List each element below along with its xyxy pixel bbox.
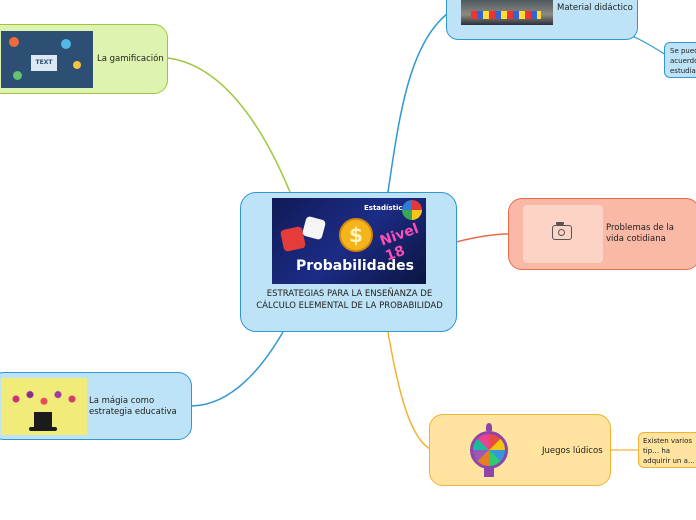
dice-icon xyxy=(301,215,327,241)
note-material[interactable]: Se pued… acuerdo… estudian… xyxy=(664,42,696,78)
node-magia[interactable]: La mágia como estrategia educativa xyxy=(0,372,192,440)
node-gamificacion-label: La gamificación xyxy=(97,54,164,64)
camera-icon xyxy=(552,225,572,240)
probability-image: $ Estadística Nivel 18 Probabilidades xyxy=(272,198,426,284)
classroom-photo xyxy=(461,0,553,25)
top-hat-icon xyxy=(34,412,52,428)
chart-wheel-icon xyxy=(402,200,422,220)
link-juegos xyxy=(387,331,433,451)
link-problemas xyxy=(455,233,509,243)
word-text: Probabilidades xyxy=(296,258,414,274)
wheel-of-fortune-image xyxy=(468,421,512,481)
badge-text: Estadística xyxy=(364,204,408,212)
image-placeholder xyxy=(523,205,603,263)
node-juegos-label: Juegos lúdicos xyxy=(542,446,603,456)
note-material-text: Se pued… acuerdo… estudian… xyxy=(670,47,696,75)
gamification-image: TEXT xyxy=(1,31,93,88)
node-material-label: Material didáctico xyxy=(557,3,633,13)
central-title: ESTRATEGIAS PARA LA ENSEÑANZA DE CÁLCULO… xyxy=(256,289,443,311)
node-problemas-label: Problemas de la vida cotidiana xyxy=(606,223,674,244)
screen-icon: TEXT xyxy=(31,55,57,71)
link-gamificacion xyxy=(167,57,291,193)
wheel-icon xyxy=(470,431,508,469)
node-magia-label: La mágia como estrategia educativa xyxy=(89,396,177,417)
central-topic[interactable]: $ Estadística Nivel 18 Probabilidades ES… xyxy=(240,192,457,332)
note-juegos[interactable]: Existen varios tip… ha adquirir un a… a … xyxy=(638,432,696,468)
link-material xyxy=(387,9,453,193)
coin-icon: $ xyxy=(339,218,373,252)
node-problemas[interactable]: Problemas de la vida cotidiana xyxy=(508,198,696,270)
link-magia xyxy=(191,331,284,407)
note-juegos-text: Existen varios tip… ha adquirir un a… a … xyxy=(643,437,695,465)
node-gamificacion[interactable]: TEXT La gamificación xyxy=(0,24,168,94)
node-juegos[interactable]: Juegos lúdicos xyxy=(429,414,611,486)
node-material-didactico[interactable]: Material didáctico xyxy=(446,0,638,40)
magic-hat-image xyxy=(1,378,87,435)
